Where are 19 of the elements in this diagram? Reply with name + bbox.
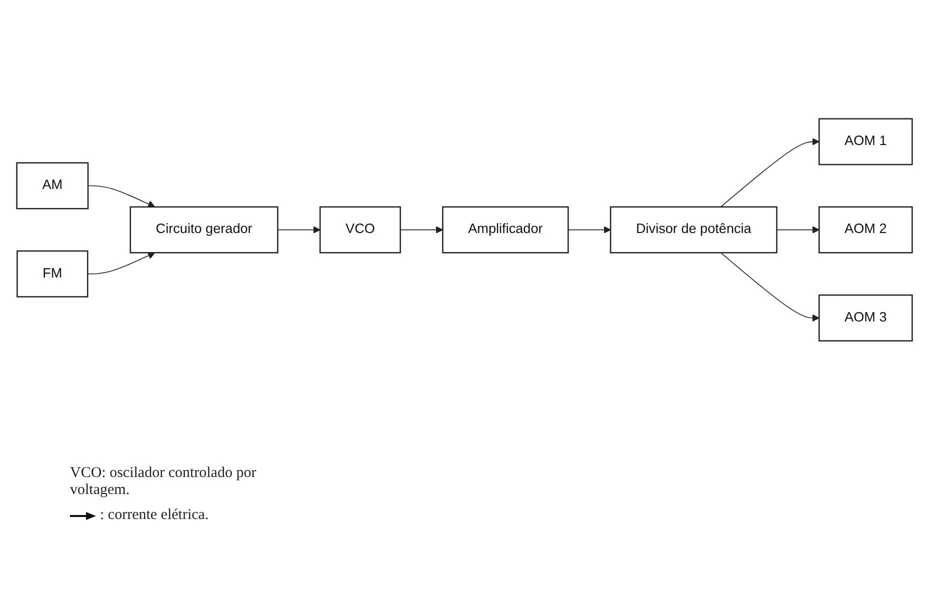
node-box: Divisor de potência: [610, 206, 778, 254]
node-box: Amplificador: [442, 206, 569, 254]
arrow: [400, 226, 444, 234]
node-box: AOM 2: [818, 206, 913, 254]
node-box: AM: [16, 162, 89, 210]
note-text: VCO: oscilador controlado por voltagem.: [70, 465, 258, 499]
node-box: VCO: [319, 206, 401, 254]
node-box: Circuito gerador: [130, 206, 278, 254]
legend-text: : corrente elétrica.: [100, 507, 209, 524]
arrow: [87, 252, 156, 274]
arrow: [88, 186, 156, 208]
node-box: AOM 3: [818, 294, 913, 342]
node-box: AOM 1: [818, 118, 913, 166]
node-box: FM: [16, 250, 88, 298]
arrow: [568, 226, 611, 234]
arrow: [720, 138, 820, 208]
arrow: [776, 226, 820, 234]
arrow: [720, 252, 820, 322]
arrow: [277, 226, 320, 234]
